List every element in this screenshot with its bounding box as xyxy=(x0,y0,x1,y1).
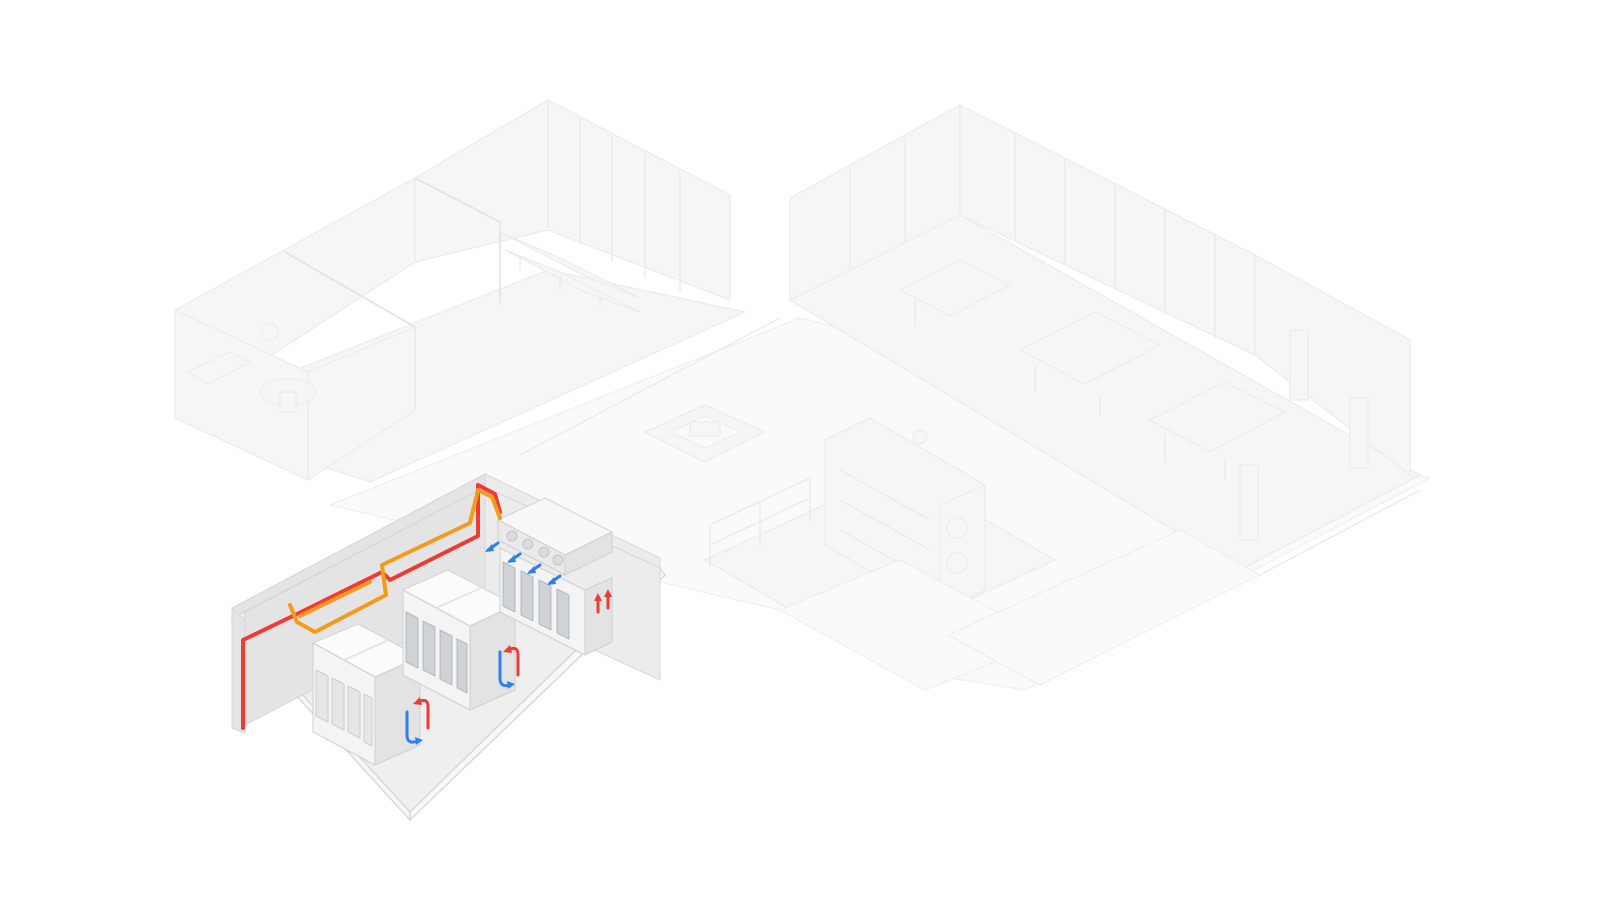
rack-door xyxy=(347,685,361,739)
hot-rising-arrows xyxy=(594,589,612,614)
rack-door xyxy=(456,638,468,694)
rack-door xyxy=(538,579,552,631)
rack-door xyxy=(331,677,345,731)
ceiling-cooling-unit xyxy=(496,497,614,576)
cold-airflow-arrows xyxy=(485,541,562,585)
airflow-loop-front xyxy=(405,697,430,745)
cooling-pipes xyxy=(241,483,502,730)
fan-icon xyxy=(538,546,550,558)
fan-icon xyxy=(552,554,564,566)
rack-door xyxy=(502,561,516,613)
rack-door xyxy=(315,669,329,723)
rack-group-middle xyxy=(401,569,517,711)
fan-icon xyxy=(522,538,534,550)
hot-pipe xyxy=(241,483,502,730)
floor-tiles xyxy=(519,317,1421,691)
warm-pipe xyxy=(288,488,502,634)
ghosted-building xyxy=(173,99,1432,691)
rack-door xyxy=(556,588,570,640)
server-room xyxy=(231,473,666,822)
warm-pipe-branch xyxy=(298,580,372,618)
open-office xyxy=(788,103,1422,571)
airflow-loop-middle xyxy=(498,645,520,689)
office-rooms xyxy=(173,99,747,483)
rack-door xyxy=(405,611,419,669)
rack-door xyxy=(363,693,373,747)
rack-door xyxy=(439,629,453,686)
fan-icon xyxy=(506,530,518,542)
rack-door xyxy=(520,570,534,622)
rack-door xyxy=(422,620,436,677)
lobby-area xyxy=(643,404,767,463)
rack-group-back xyxy=(499,547,613,656)
